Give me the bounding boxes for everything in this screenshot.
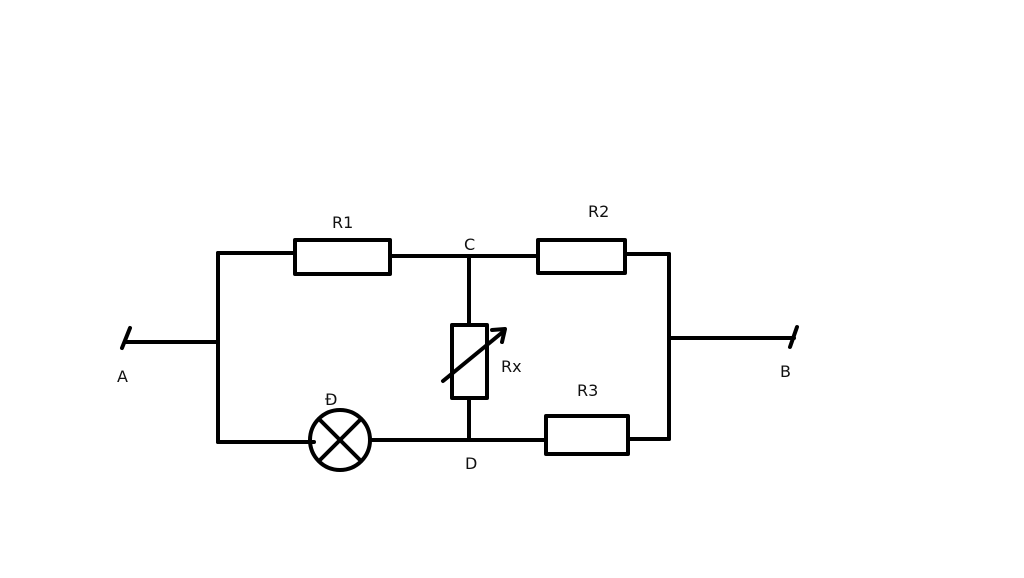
resistor-r2-label: R2 bbox=[588, 202, 609, 221]
resistor-r2 bbox=[536, 238, 627, 275]
resistor-r3 bbox=[544, 414, 630, 456]
resistor-r1-label: R1 bbox=[332, 213, 353, 232]
resistor-r1 bbox=[293, 238, 392, 276]
lamp-icon bbox=[308, 408, 372, 472]
node-d-label: D bbox=[465, 454, 477, 473]
terminal-b-label: B bbox=[780, 362, 791, 381]
terminal-a-label: A bbox=[117, 367, 128, 386]
terminal-a bbox=[120, 326, 220, 350]
lamp-label: Đ bbox=[325, 390, 337, 409]
variable-arrow-icon bbox=[441, 327, 507, 383]
terminal-b bbox=[667, 325, 799, 349]
variable-resistor-rx-label: Rx bbox=[501, 357, 522, 376]
resistor-r3-label: R3 bbox=[577, 381, 598, 400]
node-c-label: C bbox=[464, 235, 475, 254]
